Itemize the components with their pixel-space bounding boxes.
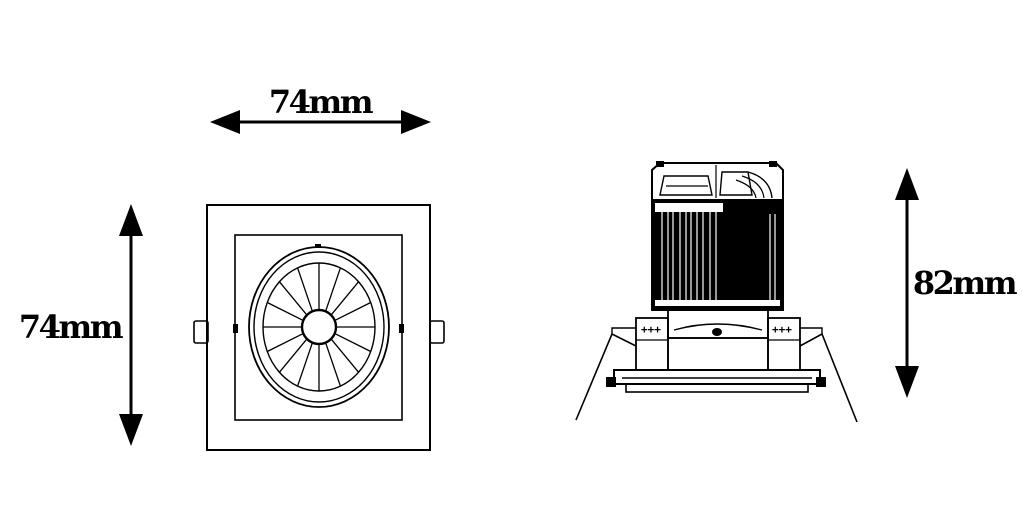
lens-fin xyxy=(267,301,303,321)
lens-fin xyxy=(278,281,307,315)
lens-center xyxy=(300,308,338,346)
heatsink-body xyxy=(651,199,784,311)
heatsink-fins xyxy=(661,212,776,300)
lens-fin xyxy=(335,301,371,321)
lens-fin xyxy=(331,339,360,373)
width-dimension xyxy=(210,110,431,134)
front-height-label: 74mm xyxy=(19,308,124,346)
side-height-arrow-up-icon xyxy=(895,168,919,200)
width-arrow-right-icon xyxy=(401,110,431,134)
left-clip xyxy=(193,320,209,344)
left-terminal-marks: +++ xyxy=(641,323,661,336)
bezel-right-tab xyxy=(816,377,826,387)
bezel-left-tab xyxy=(606,377,616,387)
front-view xyxy=(119,110,445,451)
width-arrow-left-icon xyxy=(210,110,240,134)
driver-cap-arc-1 xyxy=(747,171,773,199)
left-clip-bracket xyxy=(611,327,636,334)
lens-outer-ring xyxy=(248,246,390,408)
bezel-bottom-lip xyxy=(625,383,809,393)
right-clip-bracket xyxy=(800,327,823,334)
driver-cap-arc-3 xyxy=(735,179,757,199)
housing-center-body xyxy=(667,337,769,371)
side-height-dimension xyxy=(895,168,919,398)
lens-fin xyxy=(325,343,342,387)
housing-collar-arc xyxy=(673,323,763,331)
lens-fin xyxy=(296,343,313,387)
driver-cap-right-panel xyxy=(719,171,753,196)
right-clip xyxy=(429,320,445,344)
lens-fin xyxy=(278,339,307,373)
front-height-dimension xyxy=(119,204,143,446)
side-height-arrow-down-icon xyxy=(895,366,919,398)
lens-fin xyxy=(335,333,371,353)
top-width-label: 74mm xyxy=(269,83,374,121)
driver-top-left-nub xyxy=(656,161,664,167)
driver-cap-left-panel xyxy=(659,175,713,196)
side-view: +++ +++ xyxy=(575,161,919,423)
top-pivot-mark xyxy=(315,244,321,248)
lens-fin xyxy=(296,267,313,311)
bezel xyxy=(613,369,821,385)
heatsink-bottom-band xyxy=(655,300,780,306)
right-terminal-marks: +++ xyxy=(772,323,792,336)
heatsink-band xyxy=(655,203,723,212)
driver-top-right-nub xyxy=(769,161,777,167)
lens-fin xyxy=(331,281,360,315)
lens-radial-fins xyxy=(263,263,375,391)
outer-frame xyxy=(206,204,431,451)
front-height-arrow-down-icon xyxy=(119,414,143,446)
side-height-label: 82mm xyxy=(913,264,1018,302)
driver-cap-arc-2 xyxy=(741,175,765,199)
right-pivot-mark xyxy=(399,324,404,333)
front-height-arrow-up-icon xyxy=(119,204,143,236)
lens-fin xyxy=(267,333,303,353)
left-pivot-mark xyxy=(233,324,238,333)
lens-fin xyxy=(325,267,342,311)
housing-collar-dot xyxy=(712,328,722,336)
lens-second-ring xyxy=(253,251,385,403)
